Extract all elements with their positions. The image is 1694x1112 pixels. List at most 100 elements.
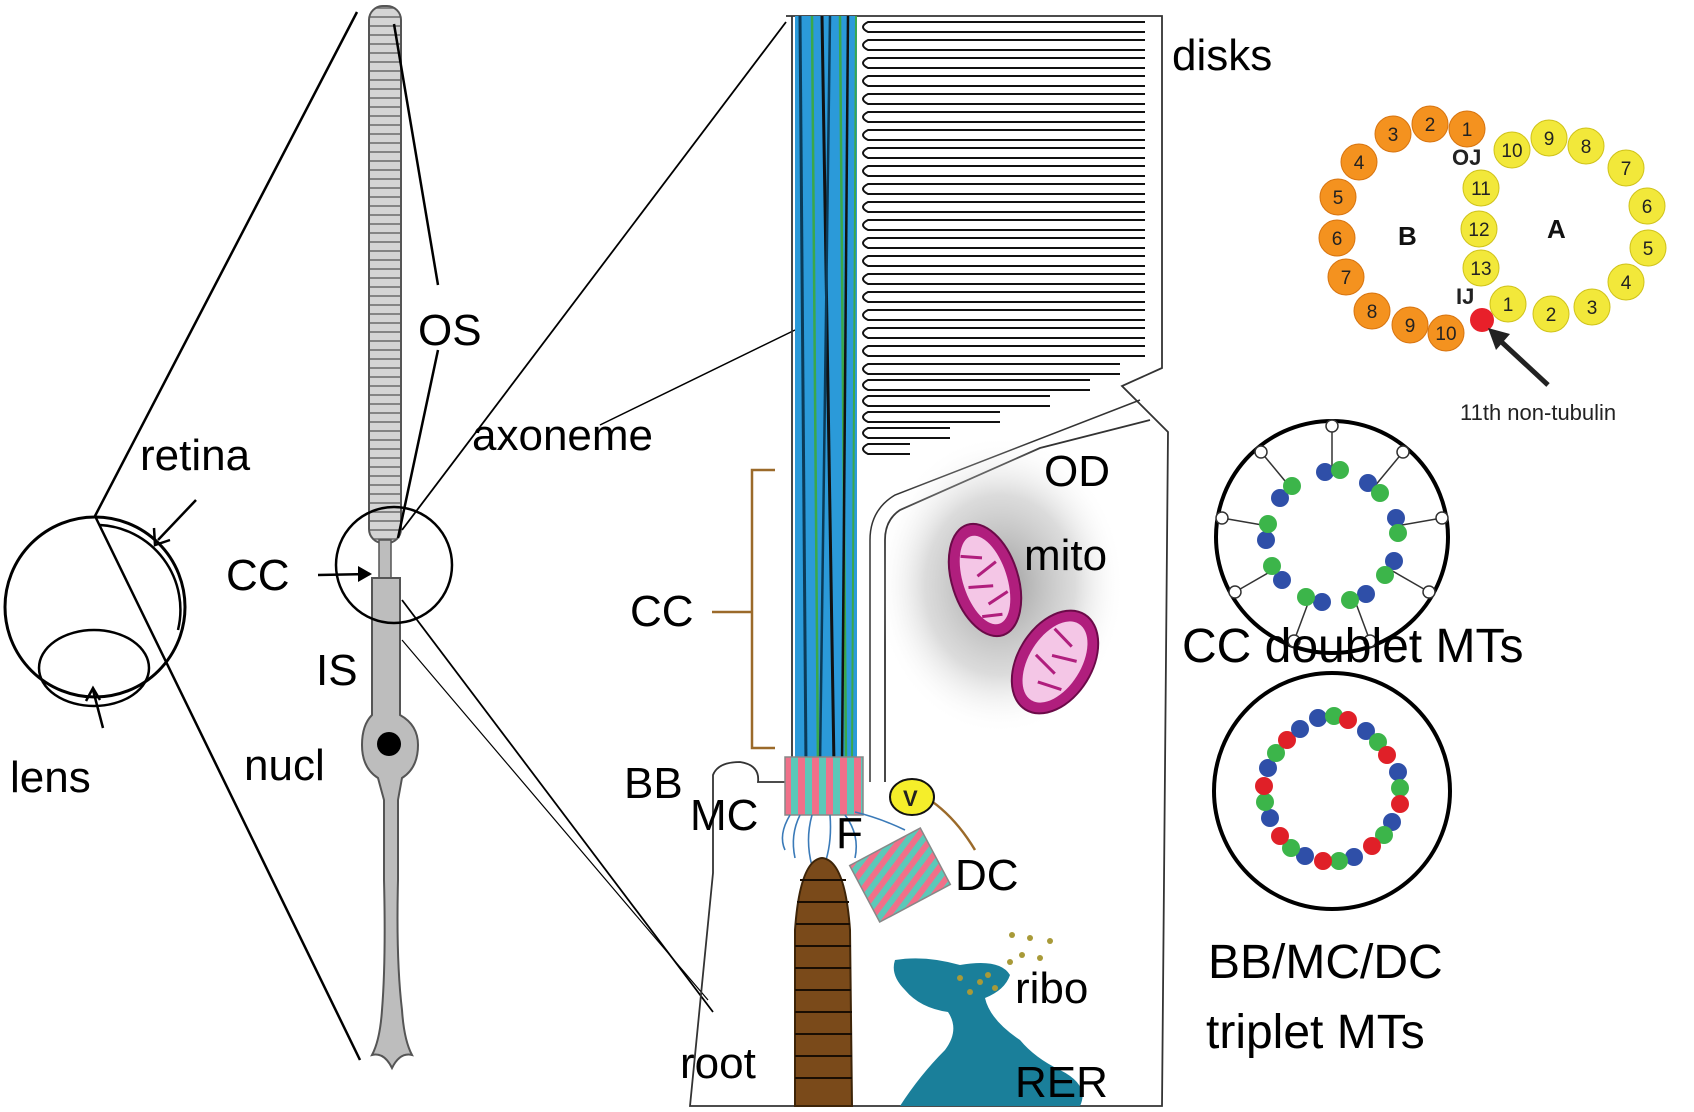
doublet-b (1389, 524, 1407, 542)
disk (862, 111, 1145, 123)
spoke (1395, 517, 1443, 527)
axoneme-mt (838, 15, 848, 767)
axoneme-label: axoneme (472, 411, 653, 460)
zoom-line-detail-axoneme (599, 329, 796, 426)
fiber (854, 811, 906, 831)
disk (862, 129, 1145, 141)
cc-zoom-circle (334, 505, 454, 625)
axoneme-bundle (795, 15, 857, 767)
non-tubulin-annotation: 11th non-tubulin (1460, 400, 1616, 425)
disk (862, 443, 910, 455)
cilium-detail: V (472, 15, 1272, 1107)
b-pf-1 (1448, 110, 1486, 148)
a-pf-4 (1607, 263, 1645, 301)
cc-doublet-caption: CC doublet MTs (1182, 620, 1523, 673)
cc-left-label: CC (226, 551, 290, 600)
ribosome (977, 979, 983, 985)
retina-arrow-head (152, 527, 171, 547)
disk (862, 183, 1145, 195)
ribosome (1009, 932, 1015, 938)
zoom-line-detail-top (401, 21, 787, 531)
b-pf-num: 9 (1405, 316, 1416, 337)
b-pf-7 (1327, 258, 1365, 296)
disk (862, 237, 1145, 249)
fiber (825, 814, 832, 861)
triplet-b (1369, 733, 1387, 751)
a-pf-num: 11 (1471, 179, 1491, 200)
b-pf-num: 10 (1435, 324, 1456, 345)
spoke-end (1435, 511, 1449, 525)
doublet-a (1313, 593, 1331, 611)
triplet-b (1391, 779, 1409, 797)
mc-label: MC (690, 791, 758, 840)
disk (862, 411, 1000, 423)
b-pf-3 (1374, 115, 1412, 153)
ribosome (992, 985, 998, 991)
triplet-b (1375, 826, 1393, 844)
mitochondrion-2 (1010, 609, 1100, 715)
triplet-a (1296, 847, 1314, 865)
cc-mid-label: CC (630, 587, 694, 636)
spoke-end (1422, 585, 1436, 599)
mito-cristae (960, 554, 1009, 619)
triplet-c (1378, 746, 1396, 764)
a-pf-num: 7 (1621, 159, 1632, 180)
disk (862, 363, 1120, 375)
disk (862, 219, 1145, 231)
ribosome (967, 989, 973, 995)
cc-doublets (1257, 461, 1407, 611)
od-label: OD (1044, 447, 1110, 496)
inner-junction-dot (1470, 308, 1494, 332)
outer-membrane (689, 15, 1169, 1107)
a-pf-num: 4 (1621, 273, 1632, 294)
triplet-c (1271, 827, 1289, 845)
disks-label: disks (1172, 31, 1272, 80)
a-pf-6 (1628, 187, 1666, 225)
triplet-a (1261, 809, 1279, 827)
a-pf-num: 13 (1470, 259, 1491, 280)
os-label: OS (418, 306, 482, 355)
a-pf-num: 8 (1581, 137, 1592, 158)
b-tubule-protofilaments (1318, 105, 1486, 352)
retina-arrow (157, 499, 197, 541)
a-pf-num: 3 (1587, 298, 1598, 319)
b-pf-2 (1411, 105, 1449, 143)
zoom-line-eye-top (93, 11, 359, 517)
bb-triplets (1255, 707, 1409, 870)
photoreceptor: OS CC IS nucl (226, 5, 482, 1071)
ribosome (1027, 935, 1033, 941)
spoke-end (1228, 585, 1242, 599)
b-pf-9 (1391, 306, 1429, 344)
mitochondrion-1 (947, 522, 1023, 638)
disk-stack (862, 21, 1145, 455)
daughter-centriole (848, 826, 952, 924)
b-pf-num: 4 (1354, 153, 1365, 174)
ribosome (1019, 952, 1025, 958)
non-tubulin-arrow (1492, 333, 1550, 387)
a-pf-num: 9 (1544, 129, 1555, 150)
triplet-a (1291, 720, 1309, 738)
doublet-a (1271, 489, 1289, 507)
disk (862, 75, 1145, 87)
triplet-c (1391, 795, 1409, 813)
spoke-end (1215, 511, 1229, 525)
axoneme-mt (798, 15, 808, 767)
ribosome (1007, 959, 1013, 965)
doublet-a (1359, 474, 1377, 492)
ribosome (985, 972, 991, 978)
doublet-a (1357, 585, 1375, 603)
b-pf-num: 5 (1333, 188, 1344, 209)
triplet-b (1325, 707, 1343, 725)
spoke-end (1325, 419, 1339, 433)
axoneme-mt (851, 15, 857, 767)
vesicle (889, 778, 935, 816)
b-pf-10 (1427, 314, 1465, 352)
a-pf-9 (1530, 119, 1568, 157)
is-label: IS (316, 646, 358, 695)
doublet-a (1273, 571, 1291, 589)
triplet-caption-line1: BB/MC/DC (1208, 936, 1443, 989)
lens-label: lens (10, 753, 91, 802)
spoke (1373, 451, 1404, 488)
disk (862, 427, 950, 439)
